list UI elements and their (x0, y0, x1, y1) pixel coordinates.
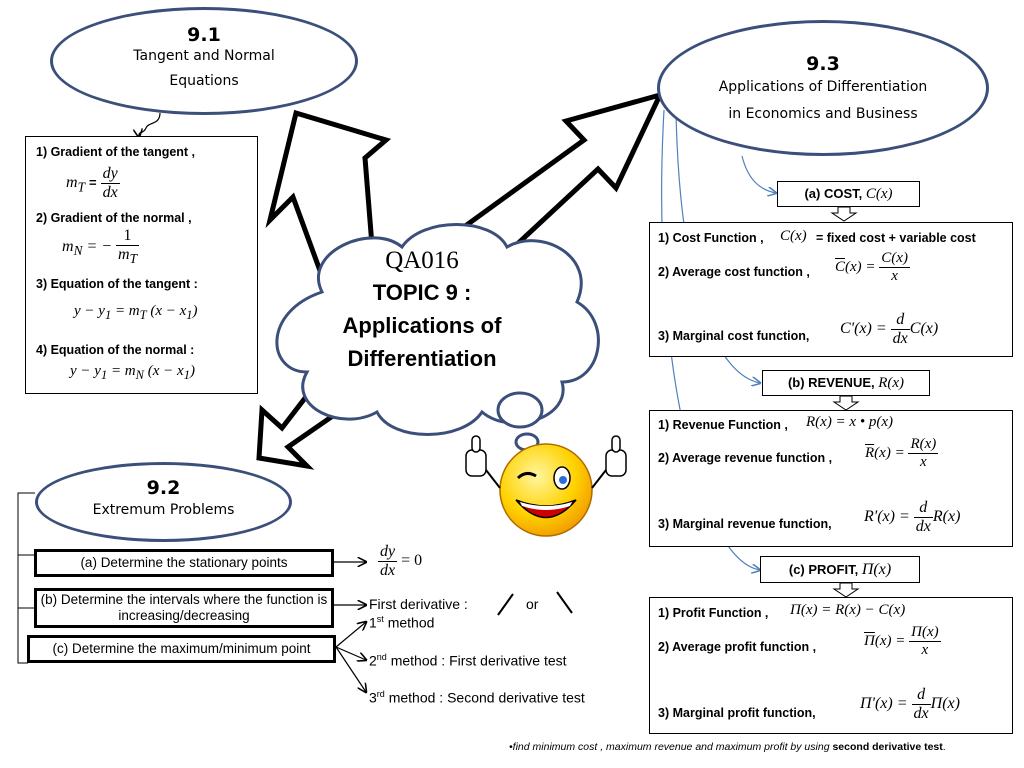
topic-line-1: TOPIC 9 : (372, 280, 472, 305)
tangent-gradient-label: 1) Gradient of the tangent , (36, 145, 196, 159)
step-increasing-decreasing: (b) Determine the intervals where the fu… (34, 588, 334, 628)
method-1-suffix: st (376, 614, 384, 624)
section-number: 9.1 (187, 24, 221, 46)
squiggle-91 (139, 112, 161, 137)
normal-gradient-label: 2) Gradient of the normal , (36, 211, 192, 225)
profit-function-label: 1) Profit Function , (658, 606, 769, 620)
average-profit-formula: Π(x) = Π(x)x (864, 624, 941, 658)
method-2: 2nd method : First derivative test (369, 652, 567, 669)
tangent-equation-label: 3) Equation of the tangent : (36, 277, 198, 291)
cost-header: (a) COST, C(x) (777, 181, 920, 207)
step-stationary-points: (a) Determine the stationary points (34, 549, 334, 577)
revenue-function-formula: R(x) = x • p(x) (806, 414, 893, 430)
increasing-slope-icon (497, 593, 514, 616)
section-title-line-2: Equations (169, 73, 239, 89)
cost-function-label: 1) Cost Function , (658, 231, 764, 245)
method-3: 3rd method : Second derivative test (369, 689, 585, 706)
cost-header-label: (a) COST, (804, 186, 863, 201)
cost-box: 1) Cost Function , C(x) = fixed cost + v… (649, 222, 1013, 357)
course-code: QA016 (385, 247, 459, 274)
profit-box: 1) Profit Function , Π(x) = R(x) − C(x) … (649, 597, 1013, 734)
first-derivative-label: First derivative : (369, 596, 468, 612)
marginal-profit-label: 3) Marginal profit function, (658, 706, 816, 720)
normal-equation-label: 4) Equation of the normal : (36, 343, 195, 357)
down-arrow-profit (832, 582, 860, 598)
average-revenue-formula: R(x) = R(x)x (865, 436, 939, 470)
ellipse-9-3: 9.3 Applications of Differentiation in E… (657, 20, 989, 156)
down-arrow-cost (830, 206, 858, 222)
average-revenue-label: 2) Average revenue function , (658, 451, 833, 465)
tangent-equation-formula: y − y1 = mT (x − x1) (74, 303, 198, 322)
down-arrow-revenue (832, 395, 860, 411)
revenue-header-label: (b) REVENUE, (787, 375, 875, 390)
section-title: Extremum Problems (92, 502, 235, 518)
revenue-function-label: 1) Revenue Function , (658, 418, 788, 432)
method-1: 1st method (369, 614, 435, 631)
profit-header-label: (c) PROFIT, (788, 562, 859, 577)
decreasing-slope-icon (556, 591, 573, 614)
section-title-line-1: Applications of Differentiation (718, 79, 928, 95)
step-max-min-point: (c) Determine the maximum/minimum point (27, 635, 336, 663)
method-2-suffix: nd (376, 652, 387, 662)
ellipse-9-2: 9.2 Extremum Problems (35, 462, 292, 542)
marginal-revenue-label: 3) Marginal revenue function, (658, 517, 832, 531)
footnote-end: . (942, 741, 946, 753)
topic-line-3: Differentiation (347, 346, 497, 371)
curve-to-cost (741, 155, 776, 193)
footnote-bold: second derivative test (832, 741, 943, 753)
cost-function-symbol: C(x) (780, 228, 807, 244)
marginal-cost-label: 3) Marginal cost function, (658, 329, 810, 343)
method-3-text: method : Second derivative test (388, 689, 585, 706)
profit-function-formula: Π(x) = R(x) − C(x) (790, 602, 906, 618)
or-label: or (526, 596, 539, 612)
average-profit-label: 2) Average profit function , (658, 640, 817, 654)
profit-header: (c) PROFIT, Π(x) (760, 556, 920, 583)
cost-function-definition: = fixed cost + variable cost (816, 231, 976, 245)
normal-equation-formula: y − y1 = mN (x − x1) (70, 363, 195, 382)
average-cost-formula: C(x) = C(x)x (835, 250, 910, 284)
footnote: •find minimum cost , maximum revenue and… (509, 741, 946, 753)
center-title: QA016 TOPIC 9 : Applications of Differen… (332, 246, 512, 375)
method-1-text: method (387, 614, 435, 631)
revenue-box: 1) Revenue Function , R(x) = x • p(x) 2)… (649, 410, 1013, 547)
method-3-suffix: rd (376, 689, 385, 699)
section-title-line-1: Tangent and Normal (133, 48, 275, 64)
average-cost-label: 2) Average cost function , (658, 265, 810, 279)
revenue-header: (b) REVENUE, R(x) (762, 370, 930, 396)
method-2-text: method : First derivative test (390, 652, 567, 669)
thought-cloud (275, 223, 600, 452)
section-title-line-2: in Economics and Business (728, 106, 918, 122)
bracket-92 (17, 492, 35, 664)
footnote-text: •find minimum cost , maximum revenue and… (509, 741, 833, 753)
topic-line-2: Applications of (342, 313, 502, 338)
thumbs-up-smiley-icon (465, 435, 627, 537)
ellipse-9-1: 9.1 Tangent and Normal Equations (50, 7, 358, 115)
section-number: 9.2 (146, 477, 181, 499)
section-number: 9.3 (806, 53, 840, 75)
